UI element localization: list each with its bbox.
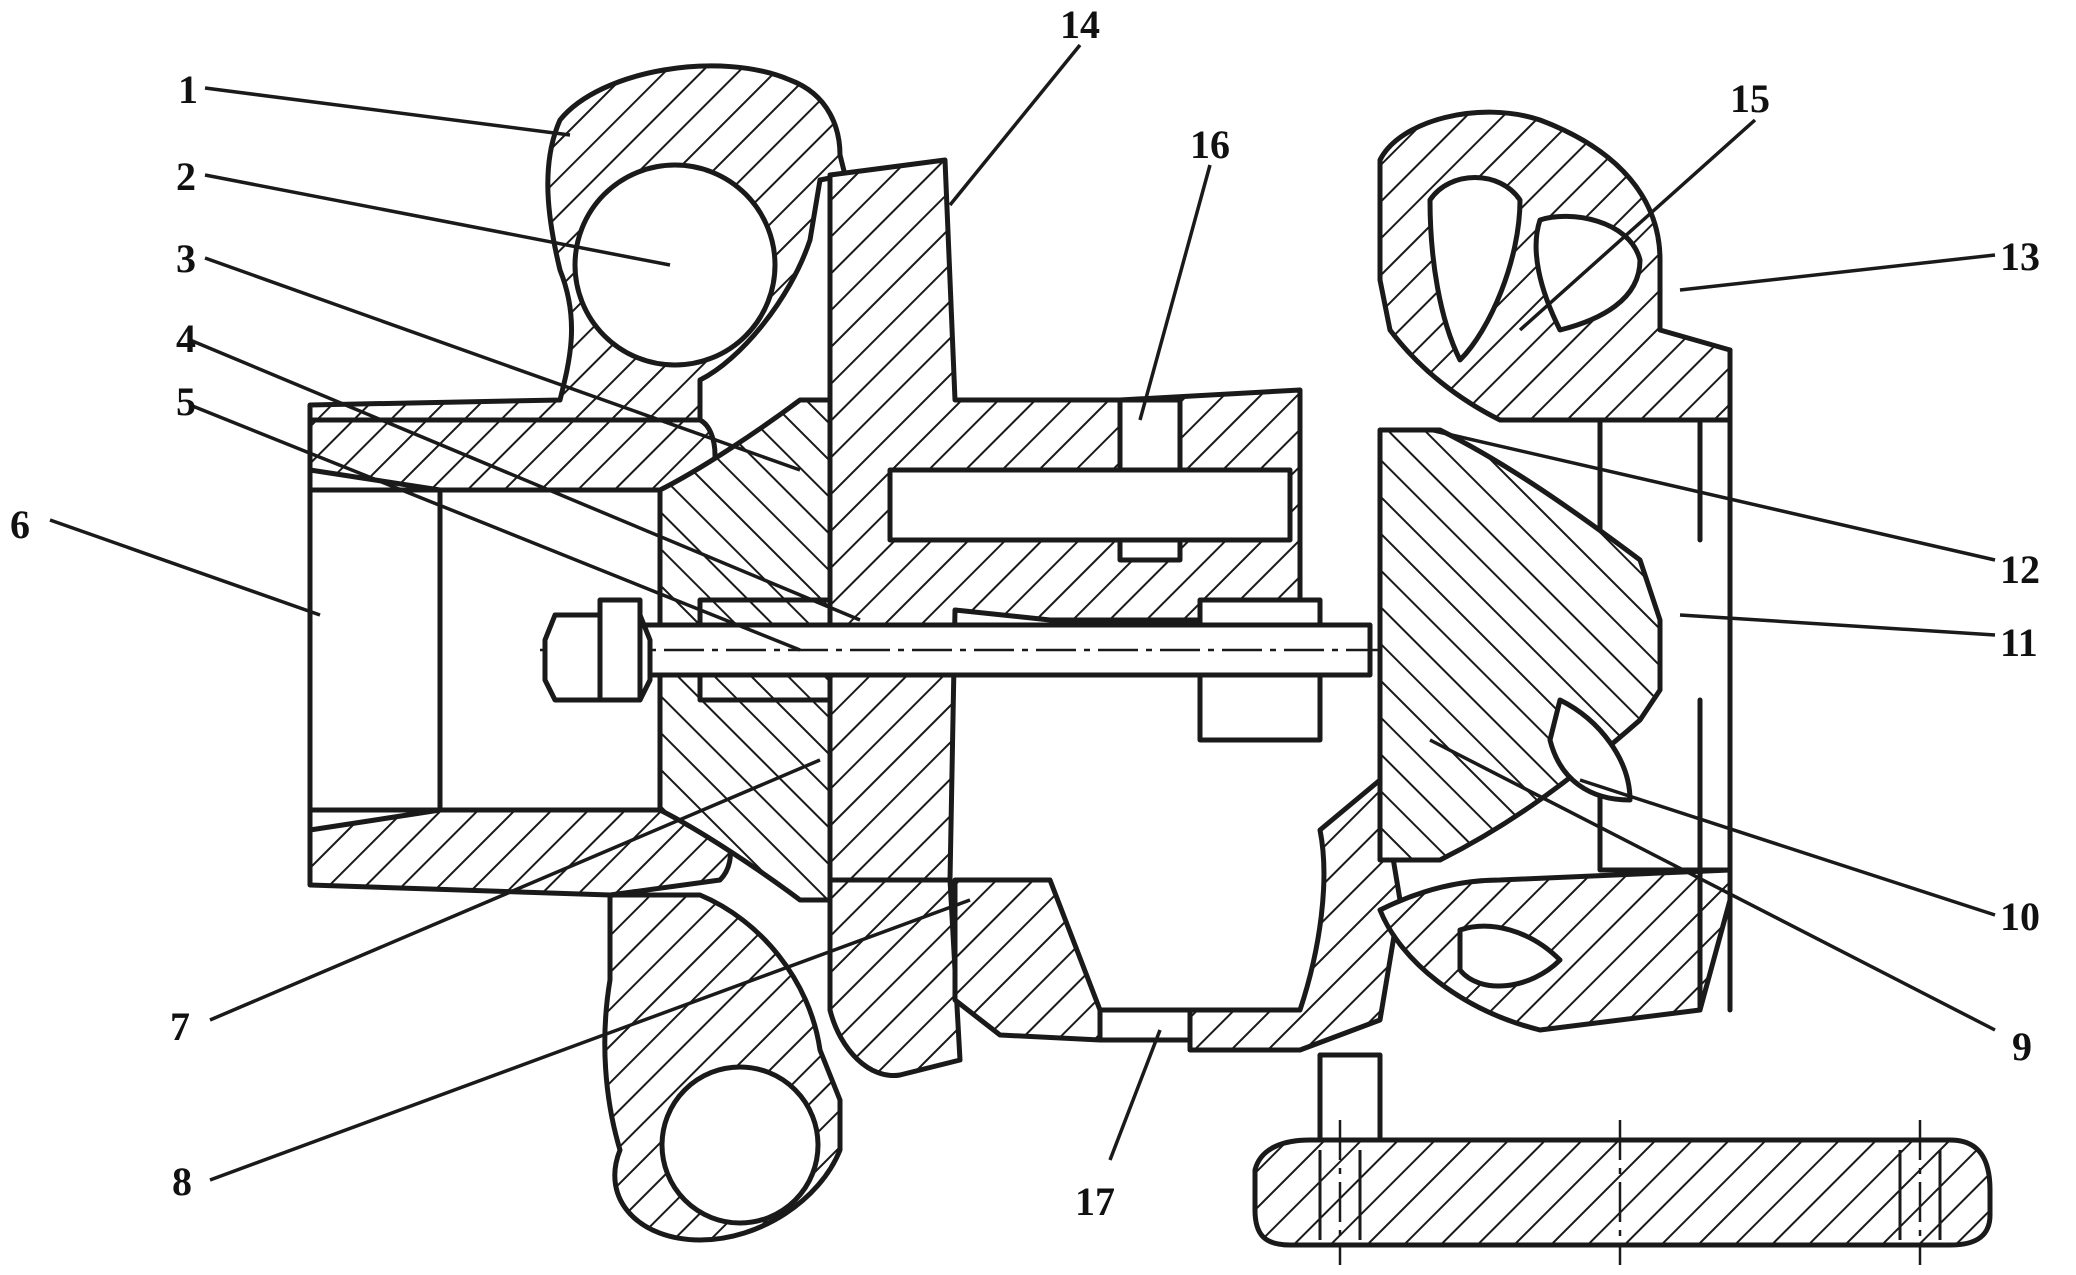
leader-17 bbox=[1108, 1029, 1162, 1161]
leader-3 bbox=[204, 256, 801, 472]
label-13: 13 bbox=[2000, 234, 2040, 279]
label-1: 1 bbox=[178, 67, 198, 112]
label-16: 16 bbox=[1190, 122, 1230, 167]
leader-14 bbox=[948, 43, 1082, 207]
label-10: 10 bbox=[2000, 894, 2040, 939]
leader-1 bbox=[204, 86, 571, 137]
leader-2 bbox=[204, 173, 671, 267]
leader-4 bbox=[189, 338, 861, 622]
label-2: 2 bbox=[176, 154, 196, 199]
leader-8 bbox=[209, 898, 971, 1182]
leader-12 bbox=[1429, 428, 1996, 562]
center-housing bbox=[827, 157, 1403, 1079]
leader-5 bbox=[189, 403, 801, 652]
compressor-housing bbox=[307, 63, 848, 1243]
leader-15 bbox=[1518, 118, 1757, 332]
mounting-flange bbox=[1252, 1052, 1993, 1265]
label-5: 5 bbox=[176, 379, 196, 424]
label-12: 12 bbox=[2000, 547, 2040, 592]
label-17: 17 bbox=[1075, 1179, 1115, 1224]
turbine-wheel bbox=[1377, 427, 1663, 863]
leader-6 bbox=[49, 518, 321, 617]
leader-13 bbox=[1679, 253, 1996, 292]
leader-10 bbox=[1579, 778, 1996, 917]
shaft bbox=[540, 597, 1440, 703]
label-9: 9 bbox=[2012, 1024, 2032, 1069]
label-6: 6 bbox=[10, 502, 30, 547]
leader-7 bbox=[209, 758, 821, 1022]
leader-11 bbox=[1679, 613, 1996, 637]
leader-9 bbox=[1429, 738, 1996, 1032]
label-8: 8 bbox=[172, 1159, 192, 1204]
label-11: 11 bbox=[2000, 620, 2038, 665]
leader-lines bbox=[49, 43, 1996, 1182]
part-labels: 1 2 3 4 5 6 7 8 9 10 11 12 13 14 15 16 1… bbox=[10, 2, 2040, 1224]
label-4: 4 bbox=[176, 316, 196, 361]
label-3: 3 bbox=[176, 236, 196, 281]
label-15: 15 bbox=[1730, 76, 1770, 121]
label-14: 14 bbox=[1060, 2, 1100, 47]
leader-16 bbox=[1138, 164, 1212, 421]
label-7: 7 bbox=[170, 1004, 190, 1049]
